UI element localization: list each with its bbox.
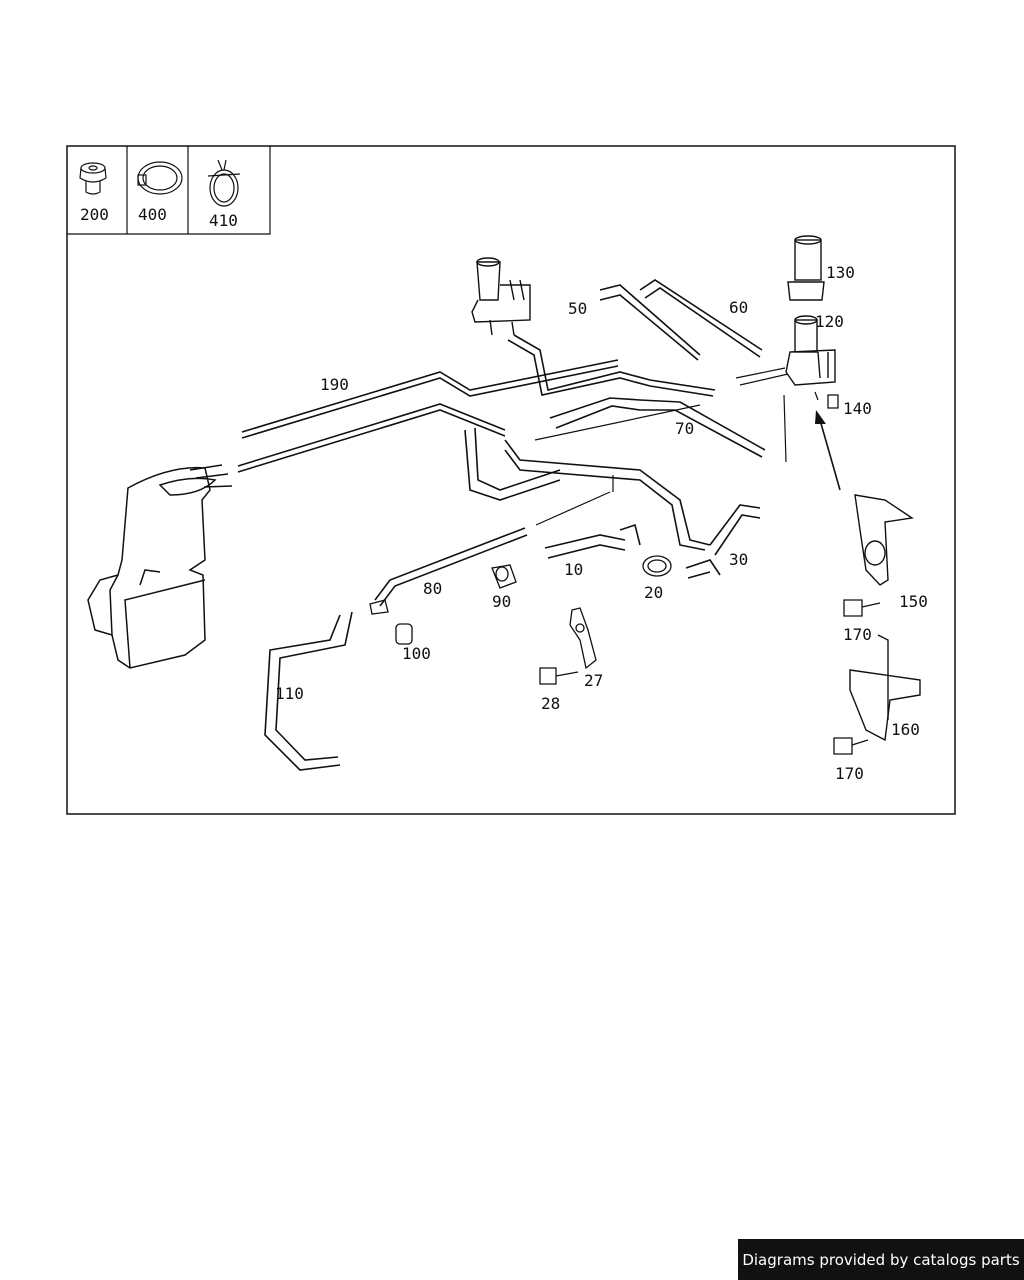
callout-190: 190 — [320, 375, 349, 394]
callout-10: 10 — [564, 560, 583, 579]
grommet-icon — [79, 162, 107, 195]
callout-90: 90 — [492, 592, 511, 611]
callout-28: 28 — [541, 694, 560, 713]
callout-140: 140 — [843, 399, 872, 418]
callout-170-upper: 170 — [843, 625, 872, 644]
hose-lines — [237, 279, 766, 771]
callout-150: 150 — [899, 592, 928, 611]
callout-27: 27 — [584, 671, 603, 690]
callout-60: 60 — [729, 298, 748, 317]
callout-100: 100 — [402, 644, 431, 663]
callout-120: 120 — [815, 312, 844, 331]
callout-70: 70 — [675, 419, 694, 438]
callout-80: 80 — [423, 579, 442, 598]
solenoid-valve — [785, 235, 836, 386]
attribution-text: Diagrams provided by catalogs parts — [742, 1250, 1020, 1269]
legend-label-410: 410 — [209, 211, 238, 230]
arrow-icon — [815, 410, 841, 491]
hose-clamp-icon — [137, 161, 183, 195]
washer-reservoir — [87, 464, 233, 669]
leader-lines — [534, 367, 819, 526]
diagram-frame — [66, 145, 956, 815]
spring-clamp-icon — [207, 159, 241, 207]
small-parts — [369, 394, 881, 755]
legend-label-400: 400 — [138, 205, 167, 224]
callout-110: 110 — [275, 684, 304, 703]
attribution-banner: Diagrams provided by catalogs parts — [738, 1239, 1024, 1280]
callout-160: 160 — [891, 720, 920, 739]
callout-50: 50 — [568, 299, 587, 318]
callout-20: 20 — [644, 583, 663, 602]
legend-box — [67, 146, 271, 235]
callout-130: 130 — [826, 263, 855, 282]
legend-label-200: 200 — [80, 205, 109, 224]
callout-170-lower: 170 — [835, 764, 864, 783]
washer-pump — [471, 257, 531, 336]
mounting-bracket — [849, 494, 921, 742]
callout-30: 30 — [729, 550, 748, 569]
